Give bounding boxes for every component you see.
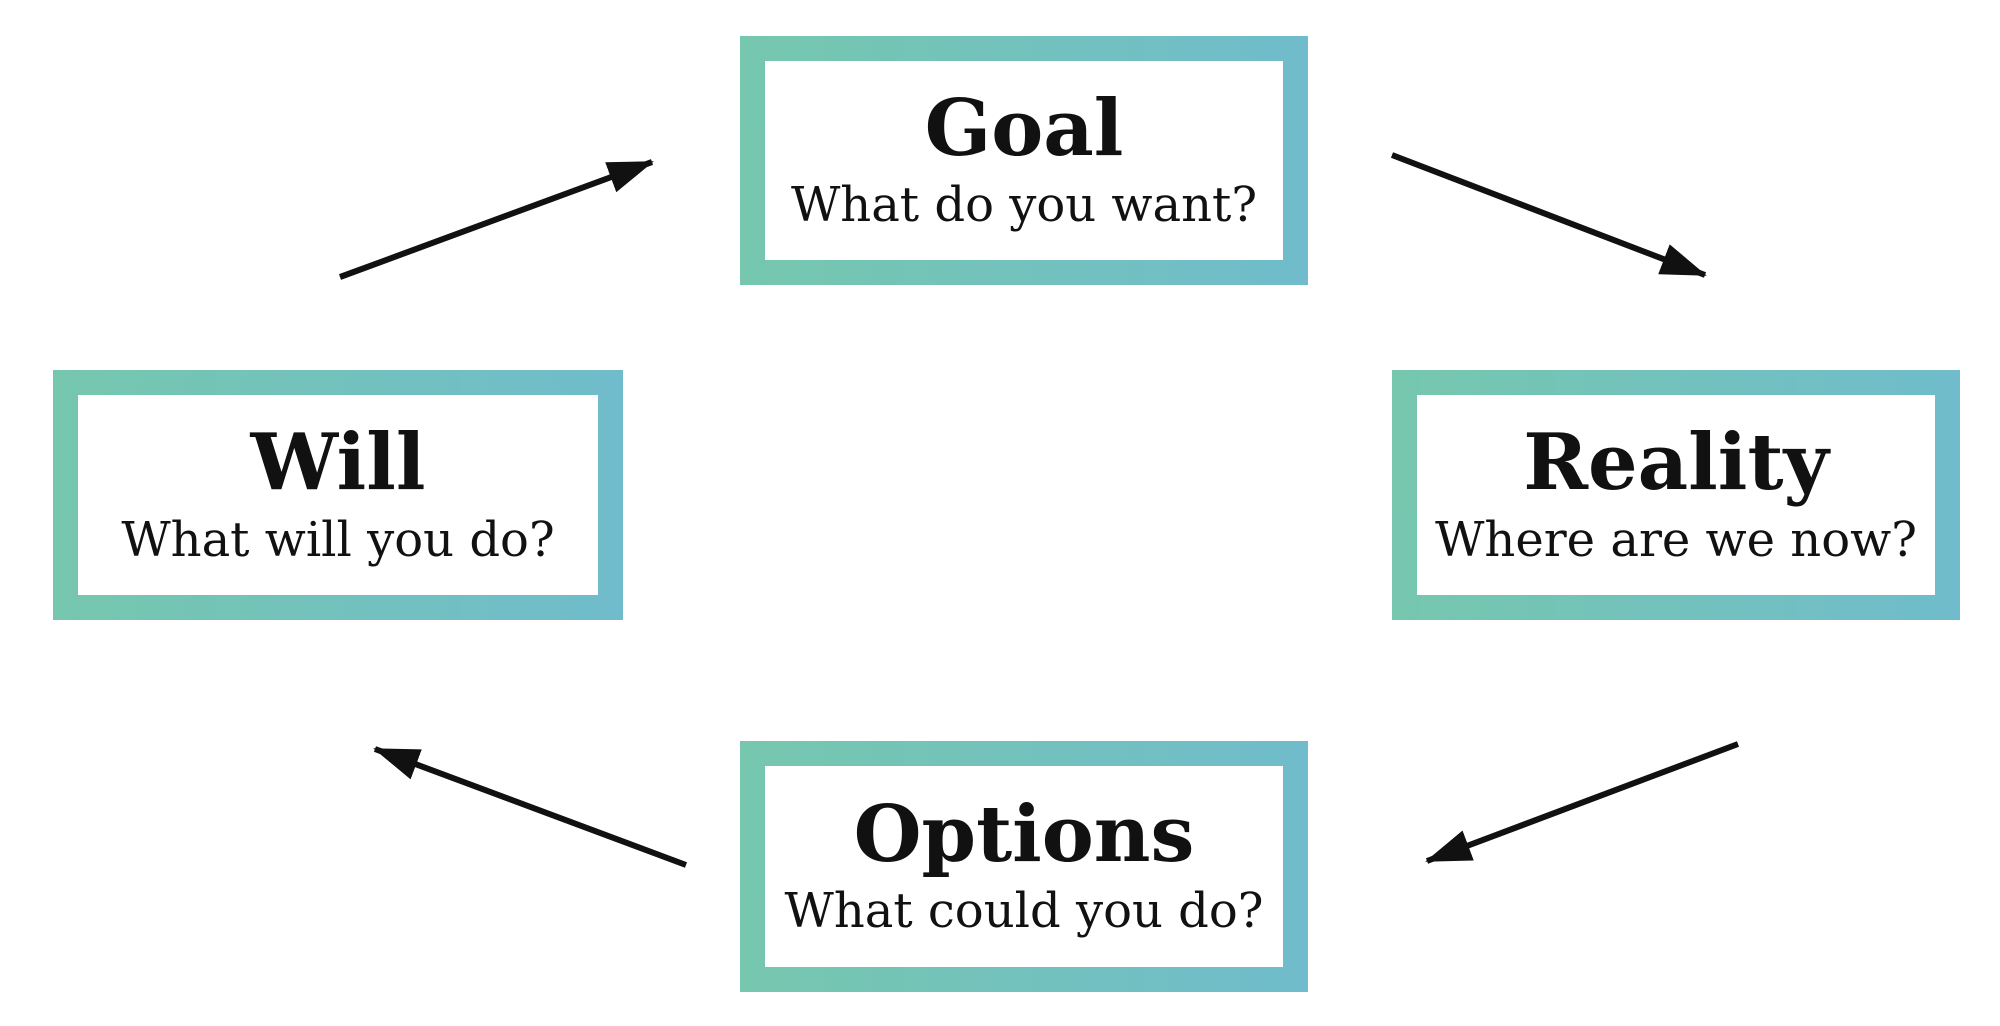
- reality-box: Reality Where are we now?: [1392, 370, 1960, 620]
- will-title: Will: [250, 417, 426, 509]
- will-subtitle: What will you do?: [121, 511, 555, 568]
- goal-subtitle: What do you want?: [790, 177, 1258, 234]
- will-box-inner: Will What will you do?: [78, 395, 598, 595]
- arrow-reality-to-options: [1425, 741, 1740, 864]
- options-subtitle: What could you do?: [784, 883, 1264, 940]
- goal-box-inner: Goal What do you want?: [765, 61, 1283, 260]
- reality-subtitle: Where are we now?: [1435, 511, 1917, 568]
- options-title: Options: [853, 788, 1195, 880]
- will-box: Will What will you do?: [53, 370, 623, 620]
- arrow-will-to-goal: [338, 159, 654, 280]
- goal-title: Goal: [924, 82, 1124, 174]
- arrow-options-to-will: [373, 746, 688, 868]
- reality-title: Reality: [1523, 417, 1829, 509]
- options-box-inner: Options What could you do?: [765, 766, 1283, 967]
- arrow-goal-to-reality: [1390, 152, 1707, 278]
- goal-box: Goal What do you want?: [740, 36, 1308, 285]
- options-box: Options What could you do?: [740, 741, 1308, 992]
- reality-box-inner: Reality Where are we now?: [1417, 395, 1935, 595]
